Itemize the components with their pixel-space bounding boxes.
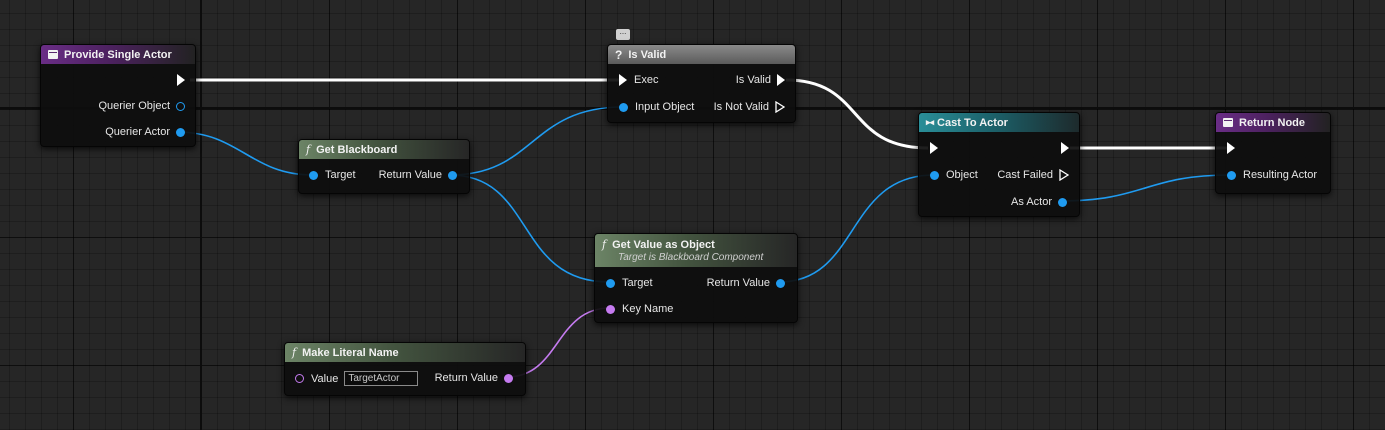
pin-target[interactable]: Target: [309, 169, 356, 181]
pin-label: Is Not Valid: [713, 101, 769, 113]
node-title: Get Value as Object: [612, 238, 715, 251]
node-title: Cast To Actor: [937, 116, 1008, 129]
pin-label: Resulting Actor: [1243, 169, 1317, 181]
pin-value[interactable]: Value TargetActor: [295, 371, 419, 386]
pin-label: Querier Actor: [105, 126, 170, 138]
pin-querier-object[interactable]: Querier Object: [98, 100, 185, 112]
pin-label: Object: [946, 169, 978, 181]
node-title: Get Blackboard: [316, 143, 398, 156]
function-icon: f: [306, 143, 311, 156]
cast-icon: ▸◂: [926, 117, 934, 127]
exec-hollow-arrow-icon: [775, 101, 785, 113]
event-icon: [48, 50, 58, 59]
name-pin-icon: [295, 374, 304, 383]
pin-is-not-valid[interactable]: Is Not Valid: [714, 101, 785, 113]
name-pin-icon: [504, 373, 513, 383]
pin-label: Input Object: [635, 101, 695, 113]
object-pin-icon: [1058, 197, 1067, 207]
node-get-value-as-object[interactable]: f Get Value as Object Target is Blackboa…: [594, 233, 798, 323]
pin-is-valid[interactable]: Is Valid: [736, 74, 785, 86]
pin-exec-in[interactable]: [930, 142, 945, 154]
node-title: Provide Single Actor: [64, 48, 172, 61]
node-cast-to-actor[interactable]: ▸◂ Cast To Actor Object Cast Failed As A…: [918, 112, 1080, 217]
pin-exec-in[interactable]: [1227, 142, 1242, 154]
pin-label: Return Value: [378, 169, 442, 181]
object-wire-querier-to-target[interactable]: [176, 131, 314, 176]
pin-label: Key Name: [622, 303, 674, 315]
pin-label: Target: [325, 169, 356, 181]
node-title: Is Valid: [628, 48, 667, 61]
comment-bubble-icon[interactable]: ...: [616, 28, 630, 40]
question-icon: ?: [615, 47, 623, 62]
value-input-field[interactable]: TargetActor: [344, 371, 419, 386]
exec-arrow-icon: [1061, 142, 1069, 154]
node-header[interactable]: Return Node: [1216, 113, 1330, 132]
node-header[interactable]: f Make Literal Name: [285, 343, 525, 362]
node-header[interactable]: Provide Single Actor: [41, 45, 195, 64]
pin-object[interactable]: Object: [930, 169, 978, 181]
pin-exec-in[interactable]: Exec: [619, 74, 658, 86]
node-provide-single-actor[interactable]: Provide Single Actor Querier Object Quer…: [40, 44, 196, 147]
object-pin-icon: [1227, 170, 1236, 180]
pin-label: As Actor: [1011, 196, 1052, 208]
object-pin-icon: [448, 170, 457, 180]
object-pin-icon: [930, 170, 939, 180]
object-wire-blackboard-to-getvalue[interactable]: [449, 174, 610, 283]
pin-exec-out[interactable]: [1055, 142, 1069, 154]
object-pin-icon: [619, 102, 628, 112]
pin-label: Return Value: [434, 372, 498, 384]
node-header[interactable]: ▸◂ Cast To Actor: [919, 113, 1079, 132]
pin-label: Value: [311, 372, 339, 385]
name-pin-icon: [606, 304, 615, 314]
pin-label: Querier Object: [98, 100, 170, 112]
pin-label: Return Value: [706, 277, 770, 289]
node-header[interactable]: ? Is Valid: [608, 45, 795, 64]
node-subtitle: Target is Blackboard Component: [618, 252, 764, 263]
grid-origin-vertical-line: [200, 0, 202, 430]
object-wire-blackboard-to-isvalid[interactable]: [449, 106, 624, 176]
object-pin-icon: [176, 127, 185, 137]
pin-label: Cast Failed: [997, 169, 1053, 181]
pin-as-actor[interactable]: As Actor: [1011, 196, 1067, 208]
pin-return-value[interactable]: Return Value: [707, 277, 785, 289]
node-header[interactable]: f Get Value as Object Target is Blackboa…: [595, 234, 797, 267]
pin-label: Exec: [634, 74, 659, 86]
node-make-literal-name[interactable]: f Make Literal Name Value TargetActor Re…: [284, 342, 526, 396]
exec-arrow-icon: [930, 142, 938, 154]
pin-label: Is Valid: [735, 74, 771, 86]
pin-resulting-actor[interactable]: Resulting Actor: [1227, 169, 1317, 181]
object-pin-icon: [176, 101, 185, 111]
node-is-valid[interactable]: ? Is Valid Exec Is Valid Input Object Is…: [607, 44, 796, 123]
pin-input-object[interactable]: Input Object: [619, 101, 694, 113]
function-icon: f: [602, 238, 607, 251]
pin-label: Target: [622, 277, 653, 289]
pin-return-value[interactable]: Return Value: [379, 169, 457, 181]
pin-target[interactable]: Target: [606, 277, 653, 289]
event-icon: [1223, 118, 1233, 127]
exec-arrow-icon: [777, 74, 785, 86]
node-title: Make Literal Name: [302, 346, 399, 359]
object-pin-icon: [606, 278, 615, 288]
node-get-blackboard[interactable]: f Get Blackboard Target Return Value: [298, 139, 470, 194]
exec-arrow-icon: [177, 74, 185, 86]
pin-cast-failed[interactable]: Cast Failed: [997, 169, 1069, 181]
exec-arrow-icon: [1227, 142, 1235, 154]
pin-querier-actor[interactable]: Querier Actor: [105, 126, 185, 138]
exec-arrow-icon: [619, 74, 627, 86]
pin-return-value[interactable]: Return Value: [435, 372, 513, 384]
pin-key-name[interactable]: Key Name: [606, 303, 673, 315]
object-wire-getvalue-to-cast[interactable]: [778, 174, 935, 283]
exec-out-pin[interactable]: [171, 74, 185, 86]
node-return-node[interactable]: Return Node Resulting Actor: [1215, 112, 1331, 194]
object-pin-icon: [776, 278, 785, 288]
exec-hollow-arrow-icon: [1059, 169, 1069, 181]
node-header[interactable]: f Get Blackboard: [299, 140, 469, 159]
function-icon: f: [292, 346, 297, 359]
object-wire-cast-to-return[interactable]: [1059, 174, 1232, 202]
object-pin-icon: [309, 170, 318, 180]
exec-wire-isvalid-to-cast[interactable]: [785, 78, 929, 150]
node-title: Return Node: [1239, 116, 1305, 129]
